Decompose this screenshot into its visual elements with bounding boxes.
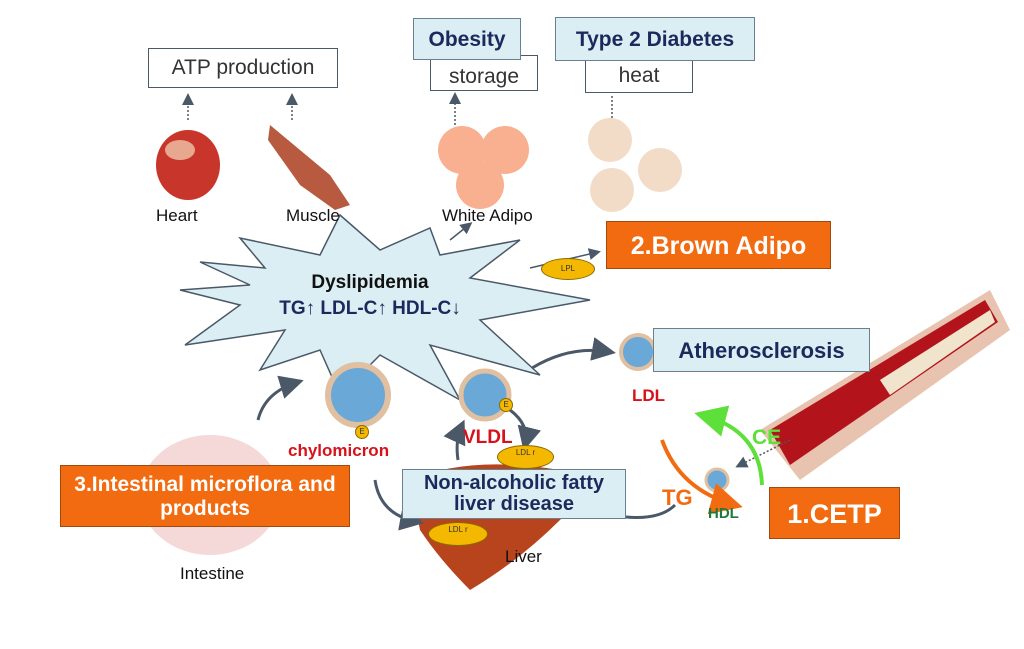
nafld-box: Non-alcoholic fatty liver disease (402, 469, 626, 519)
ldl-particle (619, 333, 657, 371)
tg-label: TG (662, 485, 693, 510)
atherosclerosis-box: Atherosclerosis (653, 328, 870, 372)
obesity-box: Obesity (413, 18, 521, 60)
ldl-label: LDL (632, 386, 666, 405)
white-adipocyte-image (438, 126, 529, 209)
dyslipidemia-title: Dyslipidemia (311, 272, 429, 293)
chylomicron-label: chylomicron (288, 441, 390, 460)
heart-label: Heart (156, 206, 198, 225)
atp-production-box: ATP production (148, 48, 338, 88)
ldl-receptor-liver: LDL r (428, 522, 488, 546)
hdl-label: HDL (708, 505, 739, 522)
artery-image (760, 290, 1010, 480)
storage-box: storage (430, 55, 538, 91)
hdl-particle (704, 467, 730, 493)
lpl-enzyme: LPL (541, 258, 595, 280)
apoe-chylomicron: E (355, 425, 369, 439)
liver-label: Liver (505, 547, 542, 566)
brown-adipocyte-image (588, 118, 682, 212)
heat-box: heat (585, 55, 693, 93)
dyslipidemia-subtitle: TG↑ LDL-C↑ HDL-C↓ (279, 298, 461, 319)
dotted-arrows (182, 92, 791, 468)
ce-transfer-arrow (694, 405, 764, 486)
intestine-label: Intestine (180, 564, 245, 583)
brown-adipo-target: 2.Brown Adipo (606, 221, 831, 269)
dyslipidemia-star (179, 213, 591, 402)
cetp-target: 1.CETP (769, 487, 900, 539)
intestinal-microflora-target: 3.Intestinal microflora and products (60, 465, 350, 527)
apoe-vldl: E (499, 398, 513, 412)
heart-image (156, 130, 220, 200)
vldl-particle (458, 368, 512, 422)
type-2-diabetes-box: Type 2 Diabetes (555, 17, 755, 61)
ldl-receptor-vldl: LDL r (497, 445, 554, 469)
muscle-label: Muscle (286, 206, 340, 225)
vldl-label: VLDL (463, 427, 513, 448)
muscle-image (268, 125, 350, 210)
white-adipo-label: White Adipo (442, 206, 533, 225)
tg-transfer-arrow (660, 439, 743, 515)
chylomicron-particle (325, 362, 391, 428)
ce-label: CE (752, 426, 782, 449)
